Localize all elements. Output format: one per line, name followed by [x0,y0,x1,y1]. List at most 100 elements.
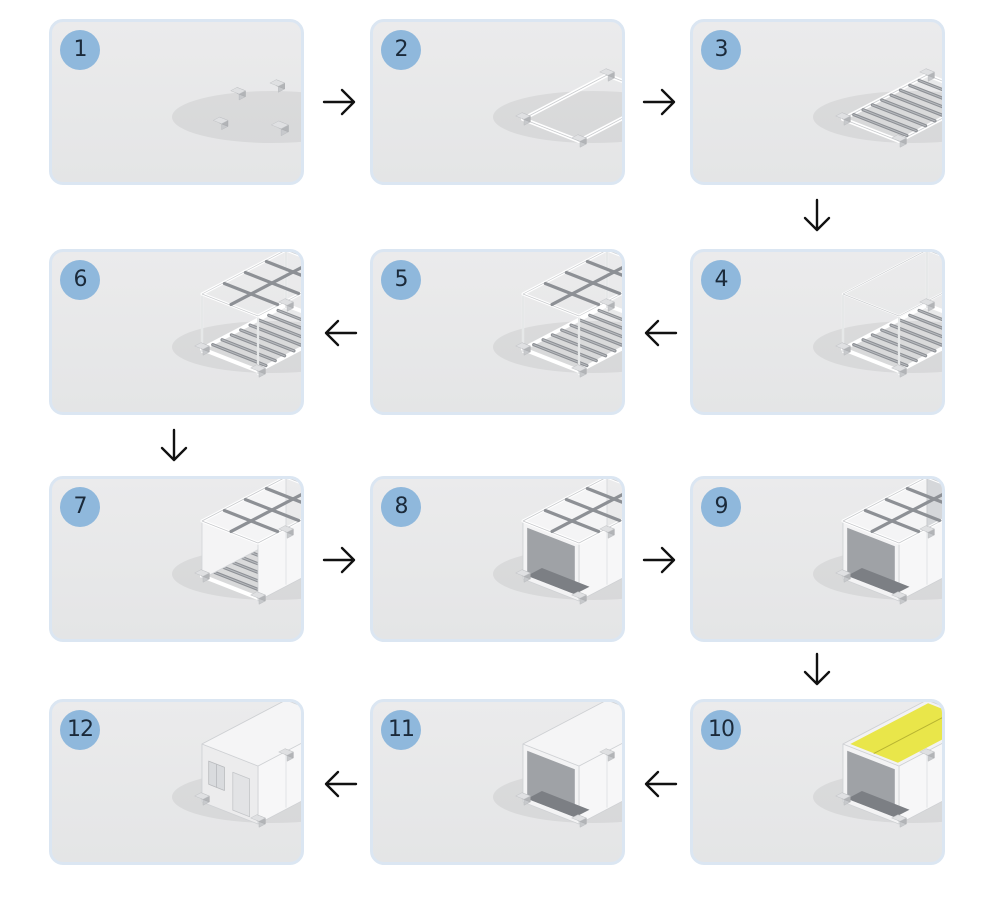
door [232,771,251,818]
roof-panel [522,702,622,767]
floor-joist [542,339,597,362]
corner-footing [278,525,294,533]
step-number-badge: 9 [701,487,741,527]
step-9-panel: 9 [690,476,945,642]
floor-joist [918,79,942,90]
roof-frame-edge [201,479,301,544]
arrow-right-icon [642,546,676,574]
floor-joist [890,94,942,116]
floor-joist [277,309,301,320]
step-7-illustration [172,479,301,605]
interior-floor [527,568,590,595]
floor-joist [579,319,622,338]
floor-joist [881,329,936,352]
step-8-panel: 8 [370,476,625,642]
corner-footing [515,342,531,350]
arrow-right-icon [642,88,676,116]
corner-footing [891,364,907,372]
corner-footing [515,112,531,120]
arrow-down-icon [160,428,188,462]
roof-frame-edge [522,252,622,317]
floor-joist [598,309,622,320]
corner-footing [194,569,210,577]
roof-joist [229,493,301,534]
corner-footing [194,792,210,800]
step-5-panel: 5 [370,249,625,415]
corner-footing [599,68,615,76]
arrow-down-icon [803,652,831,686]
insulation-seam [873,717,942,754]
step-11-panel: 11 [370,699,625,865]
step-number-badge: 2 [381,30,421,70]
step-3-illustration [813,68,942,148]
step-11-illustration [493,702,622,828]
corner-footing [835,569,851,577]
step-2-illustration [493,68,622,148]
corner-footing [250,814,266,822]
footing [230,87,246,95]
interior-floor [847,791,910,818]
corner-footing [571,591,587,599]
step-number-badge: 8 [381,487,421,527]
floor-joist [918,309,942,320]
floor-joist [909,314,942,329]
corner-footing [278,298,294,306]
floor-joist [258,319,301,338]
step-6-panel: 6 [49,249,304,415]
step-4-panel: 4 [690,249,945,415]
step-number-badge: 11 [381,710,421,750]
corner-footing [250,364,266,372]
arrow-left-icon [644,770,678,798]
corner-footing [891,814,907,822]
step-number-badge: 12 [60,710,100,750]
floor-joist [871,104,927,127]
footing [212,116,229,124]
corner-footing [515,569,531,577]
roof-frame-edge [201,252,301,317]
floor-joist [899,89,942,108]
corner-footing [571,814,587,822]
roof-joist [550,266,622,307]
corner-footing [599,748,615,756]
step-10-illustration [813,702,942,828]
roof-frame-edge [522,479,622,544]
arrow-left-icon [644,319,678,347]
step-12-panel: 12 [49,699,304,865]
arrow-down-icon [803,198,831,232]
floor-joist [268,314,301,329]
step-4-illustration [813,252,942,378]
interior-floor [847,568,910,595]
corner-footing [571,134,587,142]
corner-footing [919,68,935,76]
step-number-badge: 6 [60,260,100,300]
step-10-panel: 10 [690,699,945,865]
step-7-panel: 7 [49,476,304,642]
corner-footing [891,591,907,599]
floor-joist [909,84,942,99]
roof-joist [550,493,622,534]
roof-insulation [850,703,942,763]
arrow-left-icon [324,770,358,798]
corner-footing [278,748,294,756]
arrow-right-icon [322,88,356,116]
step-9-illustration [813,479,942,605]
arrow-right-icon [322,546,356,574]
step-number-badge: 4 [701,260,741,300]
corner-footing [515,792,531,800]
corner-footing [194,342,210,350]
step-8-illustration [493,479,622,605]
step-number-badge: 3 [701,30,741,70]
floor-joist [589,314,622,329]
floor-joist [881,99,936,122]
step-1-illustration [172,79,301,143]
step-number-badge: 10 [701,710,741,750]
corner-footing [835,112,851,120]
floor-joist [240,329,295,352]
floor-joist [899,319,942,338]
arrow-left-icon [324,319,358,347]
side-wall [257,520,301,602]
step-2-panel: 2 [370,19,625,185]
corner-footing [919,748,935,756]
footing [271,120,289,130]
footing [269,79,285,87]
